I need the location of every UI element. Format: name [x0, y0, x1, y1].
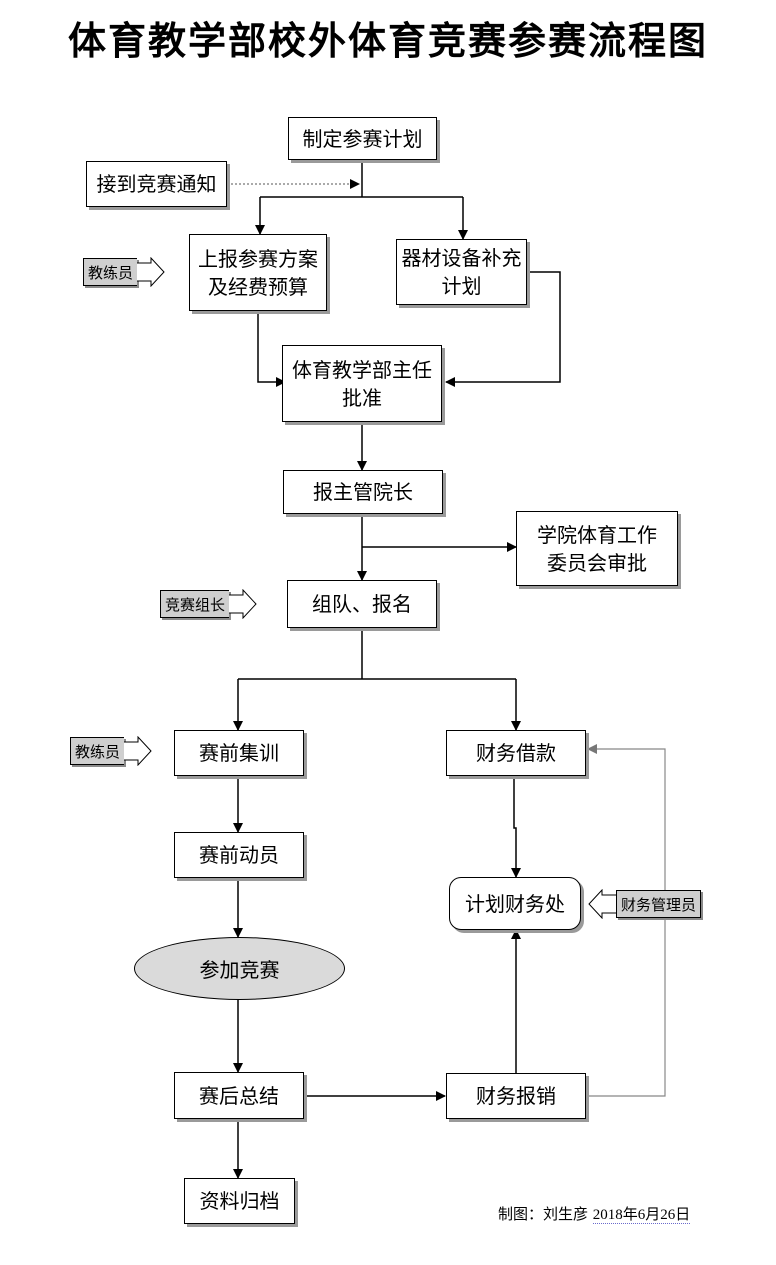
archive-node: 资料归档: [184, 1178, 295, 1224]
director-text: 体育教学部主任 批准: [292, 357, 432, 410]
notice-node: 接到竞赛通知: [86, 161, 227, 207]
vice-dean-node: 报主管院长: [283, 470, 443, 514]
coach-tag-2: 教练员: [70, 736, 152, 766]
team-node: 组队、报名: [287, 580, 437, 628]
mobilize-node: 赛前动员: [174, 832, 304, 878]
left-arrow-icon: [588, 889, 616, 919]
director-node: 体育教学部主任 批准: [282, 345, 442, 422]
page-title: 体育教学部校外体育竞赛参赛流程图: [67, 19, 708, 63]
report-plan-text: 上报参赛方案 及经费预算: [198, 246, 318, 299]
finance-manager-tag-label: 财务管理员: [616, 890, 702, 918]
captain-tag: 竞赛组长: [160, 589, 257, 619]
finance-manager-tag: 财务管理员: [588, 889, 702, 919]
equipment-text: 器材设备补充 计划: [401, 246, 522, 298]
equipment-node: 器材设备补充 计划: [396, 239, 527, 305]
right-arrow-icon: [137, 257, 165, 287]
plan-node: 制定参赛计划: [288, 117, 437, 160]
coach-tag-2-label: 教练员: [70, 737, 125, 765]
credit-date: 2018年6月26日: [592, 1207, 691, 1224]
loan-node: 财务借款: [446, 730, 586, 776]
finance-office-node: 计划财务处: [449, 877, 581, 930]
committee-node: 学院体育工作 委员会审批: [516, 511, 678, 586]
right-arrow-icon: [229, 589, 257, 619]
summary-node: 赛后总结: [174, 1072, 304, 1119]
reimburse-node: 财务报销: [446, 1073, 586, 1119]
captain-tag-label: 竞赛组长: [160, 590, 230, 618]
report-plan-node: 上报参赛方案 及经费预算: [189, 234, 327, 311]
compete-node: 参加竞赛: [134, 937, 345, 1000]
coach-tag-1-label: 教练员: [83, 258, 138, 286]
training-node: 赛前集训: [174, 730, 304, 776]
credit-line: 制图：刘生彦 2018年6月26日: [498, 1203, 691, 1224]
right-arrow-icon: [124, 736, 152, 766]
committee-text: 学院体育工作 委员会审批: [537, 522, 657, 575]
coach-tag-1: 教练员: [83, 257, 165, 287]
credit-author: 制图：刘生彦: [498, 1205, 589, 1223]
